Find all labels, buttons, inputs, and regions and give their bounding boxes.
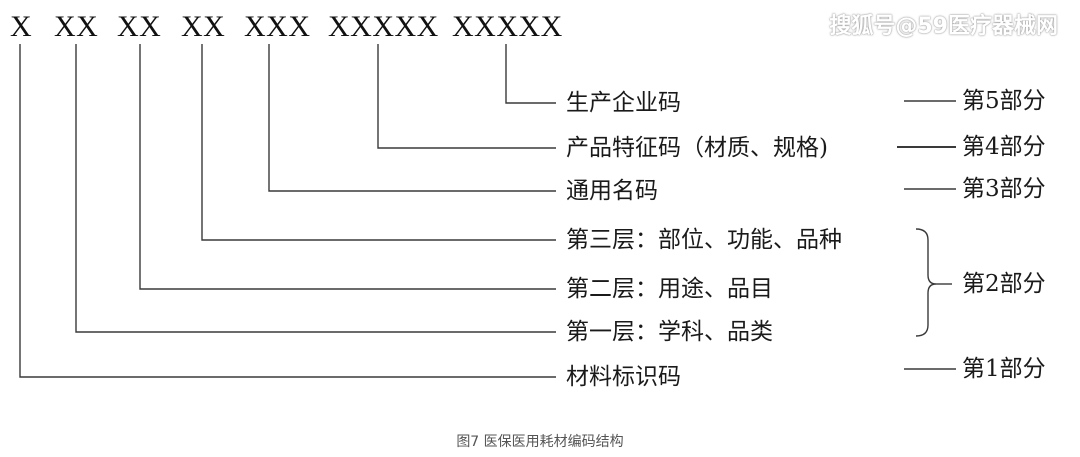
label-level-1: 第一层：学科、品类 <box>566 319 773 345</box>
watermark: 搜狐号@59医疗器械网 <box>829 14 1058 39</box>
code-segment-1: X <box>10 10 33 43</box>
leader-line-segment-1 <box>19 44 556 378</box>
leader-line-segment-2 <box>75 44 556 333</box>
part-5-label: 第5部分 <box>962 88 1046 114</box>
part-1-label: 第1部分 <box>962 356 1046 382</box>
code-segment-6: XXXXX <box>328 10 439 43</box>
code-segment-5: XXX <box>244 10 311 43</box>
leader-line-segment-4 <box>201 44 556 241</box>
code-segment-4: XX <box>181 10 226 43</box>
leader-line-segment-7 <box>505 44 556 104</box>
code-segment-3: XX <box>117 10 162 43</box>
part-2-label: 第2部分 <box>962 271 1046 297</box>
leader-line-segment-3 <box>139 44 556 290</box>
part-3-label: 第3部分 <box>962 176 1046 202</box>
leader-line-segment-6 <box>377 44 556 149</box>
leader-line-segment-5 <box>268 44 556 192</box>
label-material-id-code: 材料标识码 <box>566 364 681 390</box>
label-generic-name-code: 通用名码 <box>566 178 658 204</box>
label-manufacturer-code: 生产企业码 <box>566 90 681 116</box>
part-4-label: 第4部分 <box>962 134 1046 160</box>
code-segment-7: XXXXX <box>452 10 563 43</box>
label-feature-code: 产品特征码（材质、规格) <box>566 135 828 161</box>
label-level-2: 第二层：用途、品目 <box>566 276 773 302</box>
code-segment-2: XX <box>54 10 99 43</box>
part2-brace <box>915 228 937 337</box>
label-level-3: 第三层：部位、功能、品种 <box>566 227 842 253</box>
figure-caption: 图7 医保医用耗材编码结构 <box>456 434 624 450</box>
